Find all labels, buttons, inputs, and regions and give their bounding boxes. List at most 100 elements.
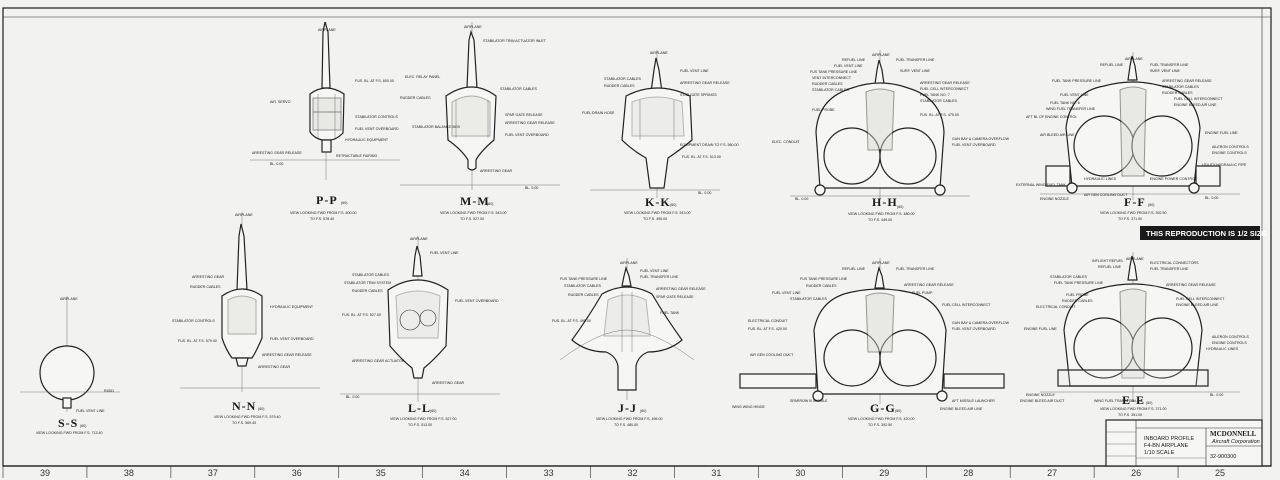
nn-label-vent: FUEL VENT OVERBOARD [270,337,314,341]
hh-label-vent: FUEL VENT LINE [834,64,863,68]
ee-label-aileron: AILERON CONTROLS [1212,335,1249,339]
kk-label-bl: BL. 0.00 [698,191,711,195]
ff-label-air-bleed: AIR BLEED AIR LINE [1040,133,1075,137]
ee-label-wing-transfer: WING FUEL TRANSFER LINE [1094,399,1144,403]
zone-number: 28 [963,468,973,478]
ll-label-arr-act: ARRESTING GEAR ACTUATOR [352,359,405,363]
ff-label-vent: FUEL VENT LINE [1060,93,1089,97]
ee-label-nozzle: ENGINE NOZZLE [1026,393,1056,397]
section-view-k-k: AIRPLANE FUEL VENT LINE STABILATOR CABLE… [582,50,739,221]
mm-label-airplane: AIRPLANE [464,25,482,29]
jj-label-transfer: FUEL TRANSFER LINE [640,275,679,279]
jj-note2: TO F.S. 480.00 [614,423,638,427]
ee-sub: (60) [1146,401,1152,405]
zone-number: 34 [460,468,470,478]
hh-label-gunbay: GUN BAY & CAMERA OVERFLOW [952,137,1010,141]
ss-note1: VIEW LOOKING FWD FROM F.S. 713.40 [36,431,103,435]
ee-label-inflight: INFLIGHT REFUEL [1092,259,1123,263]
ff-label-press: FUEL TANK PRESSURE LINE [1052,79,1102,83]
pp-label-fuel-vent: FUEL VENT OVERBOARD [355,127,399,131]
ee-label-airplane: AIRPLANE [1126,257,1144,261]
pp-label-bl: BL. 0.00 [270,162,283,166]
ff-label-surf-vent: SURF. VENT LINE [1150,69,1180,73]
gg-label-launcher: AFT MISSILE LAUNCHER [952,399,995,403]
gg-label-cooling: AIR GEN COOLING DUCT [750,353,794,357]
gg-label-sparrow: SPARROW III MISSILE [790,399,828,403]
pp-label-stab-controls: STABILATOR CONTROLS [355,115,398,119]
ee-label-hyd: HYDRAULIC LINES [1206,347,1239,351]
ll-label-arresting: ARRESTING GEAR [432,381,465,385]
jj-label-fus-bl: FUS. BL. AT F.S. 495.00 [552,319,591,323]
company-name: MCDONNELL [1210,430,1257,438]
hh-label-bl: BL. 0.00 [795,197,808,201]
pp-note1: VIEW LOOKING FWD FROM F.S. 600.00 [290,211,357,215]
hh-note1: VIEW LOOKING FWD FROM F.S. 480.00 [848,212,915,216]
pp-sub: (60) [341,201,347,205]
ee-label-eng-ctrl: ENGINE CONTROLS [1212,341,1247,345]
ee-label-conduit: ELECTRICAL CONDUIT [1036,305,1076,309]
ff-label-eng-ctrl: ENGINE CONTROLS [1212,151,1247,155]
ff-label-rudder: RUDDER CABLES [1162,91,1193,95]
ee-label-stab: STABILATOR CABLES [1050,275,1088,279]
nn-label-arr-rel: ARRESTING GEAR RELEASE [262,353,312,357]
nn-title: N-N [232,399,256,413]
mm-label-fuel-vent: FUEL VENT OVERBOARD [505,133,549,137]
hh-label-vent-inter: VENT INTERCONNECT [812,76,852,80]
gg-label-transfer: FUEL TRANSFER LINE [896,267,935,271]
mm-label-arresting: ARRESTING GEAR [480,169,513,173]
jj-sub: (60) [640,409,646,413]
ee-label-bl: BL. 0.00 [1210,393,1223,397]
ee-label-transfer: FUEL TRANSFER LINE [1150,267,1189,271]
hh-label-fuel-vent: FUEL VENT OVERBOARD [952,143,996,147]
section-view-n-n: AIRPLANE ARRESTING GEAR RUDDER CABLES HY… [172,212,320,425]
hh-label-conduit: ELEC. CONDUIT [772,140,801,144]
zone-number: 39 [40,468,50,478]
pp-label-airplane: AIRPLANE [318,28,336,32]
ll-label-airplane: AIRPLANE [410,237,428,241]
ff-sub: (60) [1148,203,1154,207]
ff-label-stab: STABILATOR CABLES [1162,85,1200,89]
nn-label-hyd: HYDRAULIC EQUIPMENT [270,305,314,309]
gg-label-gunbay: GUN BAY & CAMERA OVERFLOW [952,321,1010,325]
ee-label-bleed: ENGINE BLEED AIR LINE [1176,303,1219,307]
ee-label-rudder: RUDDER CABLES [1062,299,1093,303]
ff-label-cooling: AIR GEN COOLING DUCT [1084,193,1128,197]
section-view-e-e: AIRPLANE INFLIGHT REFUEL REFUEL LINE ELE… [1020,252,1249,417]
zone-number: 31 [711,468,721,478]
gg-label-fus-bl: FUS. BL. AT F.S. 420.00 [748,327,787,331]
mm-title: M-M [460,194,490,208]
gg-label-pump: FUEL PUMP [912,291,933,295]
section-view-m-m: AIRPLANE STABILATOR TRIM ACTUATOR INLET … [400,22,560,221]
hh-label-transfer: FUEL TRANSFER LINE [896,58,935,62]
title-block: INBOARD PROFILE F4-BN AIRPLANE 1/10 SCAL… [1105,419,1263,467]
pp-label-fairing: RETRACTABLE FAIRING [336,154,377,158]
hh-label-rudder: RUDDER CABLES [812,82,843,86]
nn-sub: (60) [258,407,264,411]
ee-label-probe: FUEL PROBE [1066,293,1089,297]
zone-number: 27 [1047,468,1057,478]
ff-note1: VIEW LOOKING FWD FROM F.S. 392.50 [1100,211,1167,215]
ff-label-cell-inter: FUEL CELL INTERCONNECT [1174,97,1223,101]
ff-label-tank6: FUEL TANK NO. 6 [1050,101,1080,105]
pp-title: P-P [316,193,338,207]
hh-label-refuel: REFUEL LINE [842,58,866,62]
ee-title: E-E [1122,393,1145,407]
ll-note2: TO F.S. 513.00 [408,423,432,427]
ll-label-vent: FUEL VENT LINE [430,251,459,255]
ll-label-stab: STABILATOR CABLES [352,273,390,277]
zone-number: 32 [628,468,638,478]
ee-label-connectors: ELECTRICAL CONNECTORS [1150,261,1199,265]
hh-label-arresting: ARRESTING GEAR RELEASE [920,81,970,85]
ll-sub: (60) [430,409,436,413]
mm-label-stab-trim: STABILATOR TRIM ACTUATOR INLET [483,39,547,43]
gg-label-press: FUS TANK PRESSURE LINE [800,277,848,281]
ee-label-cell-inter: FUEL CELL INTERCONNECT [1176,297,1225,301]
ll-label-vent-ob: FUEL VENT OVERBOARD [455,299,499,303]
pp-label-fus-bl: FUS. BL. AT F.S. 600.00 [355,79,394,83]
ll-label-rudder: RUDDER CABLES [352,289,383,293]
pp-label-arresting: ARRESTING GEAR RELEASE [252,151,302,155]
gg-label-vent: FUEL VENT LINE [772,291,801,295]
gg-label-rudder: RUDDER CABLES [806,284,837,288]
title-line-3: 1/10 SCALE [1144,450,1175,456]
